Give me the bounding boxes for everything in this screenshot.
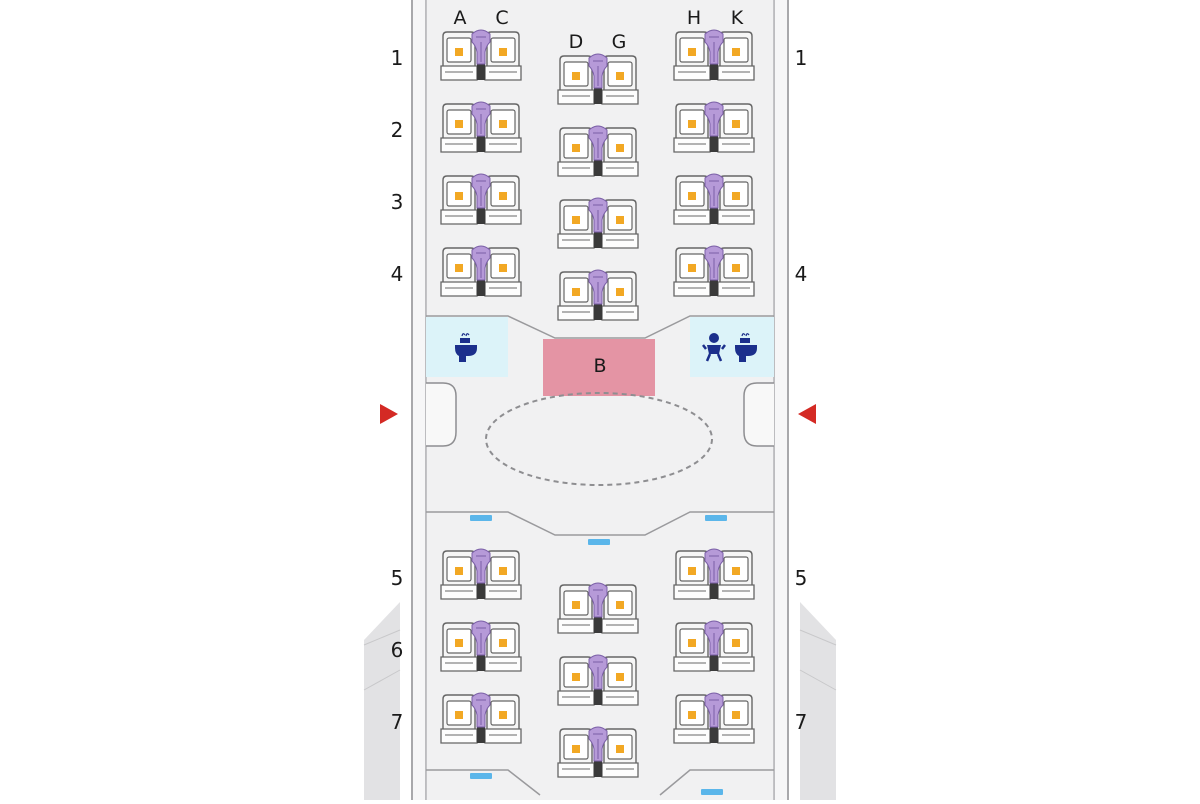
seat-pair-row-1-ac[interactable] bbox=[440, 29, 522, 81]
column-letter-a: A bbox=[453, 7, 467, 29]
forward-bulkhead bbox=[426, 315, 774, 339]
row-number-7-left: 7 bbox=[390, 710, 404, 734]
lavatory-icon bbox=[455, 333, 477, 362]
exit-arrow-icon bbox=[380, 404, 398, 424]
row-number-6-left: 6 bbox=[390, 638, 404, 662]
column-letter-h: H bbox=[686, 7, 702, 29]
galley-label: B bbox=[593, 355, 607, 377]
mid-bulkhead bbox=[426, 511, 774, 536]
door-alcove-left bbox=[426, 382, 457, 447]
seat-pair-row-2-dg[interactable] bbox=[557, 125, 639, 177]
seat-pair-row-7-dg[interactable] bbox=[557, 726, 639, 778]
row-number-2-left: 2 bbox=[390, 118, 404, 142]
row-number-5-right: 5 bbox=[794, 566, 808, 590]
column-letter-d: D bbox=[568, 31, 584, 53]
row-number-1-left: 1 bbox=[390, 46, 404, 70]
seat-pair-row-6-hk[interactable] bbox=[673, 620, 755, 672]
door-alcove-right bbox=[743, 382, 774, 447]
seat-pair-row-5-ac[interactable] bbox=[440, 548, 522, 600]
lavatory-right bbox=[690, 317, 774, 377]
overhead-light bbox=[470, 515, 492, 521]
seat-pair-row-4-hk[interactable] bbox=[673, 245, 755, 297]
seat-pair-row-1-dg[interactable] bbox=[557, 53, 639, 105]
row-number-3-left: 3 bbox=[390, 190, 404, 214]
seat-pair-row-6-dg[interactable] bbox=[557, 654, 639, 706]
galley bbox=[543, 339, 655, 396]
row-number-1-right: 1 bbox=[794, 46, 808, 70]
row-number-5-left: 5 bbox=[390, 566, 404, 590]
baby-changing-icon bbox=[702, 333, 726, 362]
seat-pair-row-5-dg[interactable] bbox=[557, 582, 639, 634]
seat-pair-row-2-hk[interactable] bbox=[673, 101, 755, 153]
column-letter-k: K bbox=[730, 7, 744, 29]
column-letter-c: C bbox=[495, 7, 509, 29]
seat-pair-row-4-ac[interactable] bbox=[440, 245, 522, 297]
seat-pair-row-6-ac[interactable] bbox=[440, 620, 522, 672]
overhead-light bbox=[470, 773, 492, 779]
right-wing bbox=[800, 602, 836, 800]
overhead-light bbox=[705, 515, 727, 521]
left-wing bbox=[364, 602, 400, 800]
row-number-4-right: 4 bbox=[794, 262, 808, 286]
lavatory-icon-right bbox=[735, 333, 757, 362]
column-letter-g: G bbox=[611, 31, 627, 53]
door-area bbox=[485, 392, 713, 486]
seat-pair-row-3-dg[interactable] bbox=[557, 197, 639, 249]
seat-pair-row-4-dg[interactable] bbox=[557, 269, 639, 321]
overhead-light bbox=[588, 539, 610, 545]
seat-pair-row-3-hk[interactable] bbox=[673, 173, 755, 225]
seat-pair-row-2-ac[interactable] bbox=[440, 101, 522, 153]
overhead-light bbox=[701, 789, 723, 795]
seat-pair-row-3-ac[interactable] bbox=[440, 173, 522, 225]
seat-pair-row-5-hk[interactable] bbox=[673, 548, 755, 600]
row-number-7-right: 7 bbox=[794, 710, 808, 734]
row-number-4-left: 4 bbox=[390, 262, 404, 286]
seat-pair-row-7-hk[interactable] bbox=[673, 692, 755, 744]
seat-pair-row-1-hk[interactable] bbox=[673, 29, 755, 81]
seat-pair-row-7-ac[interactable] bbox=[440, 692, 522, 744]
exit-arrow-icon bbox=[798, 404, 816, 424]
